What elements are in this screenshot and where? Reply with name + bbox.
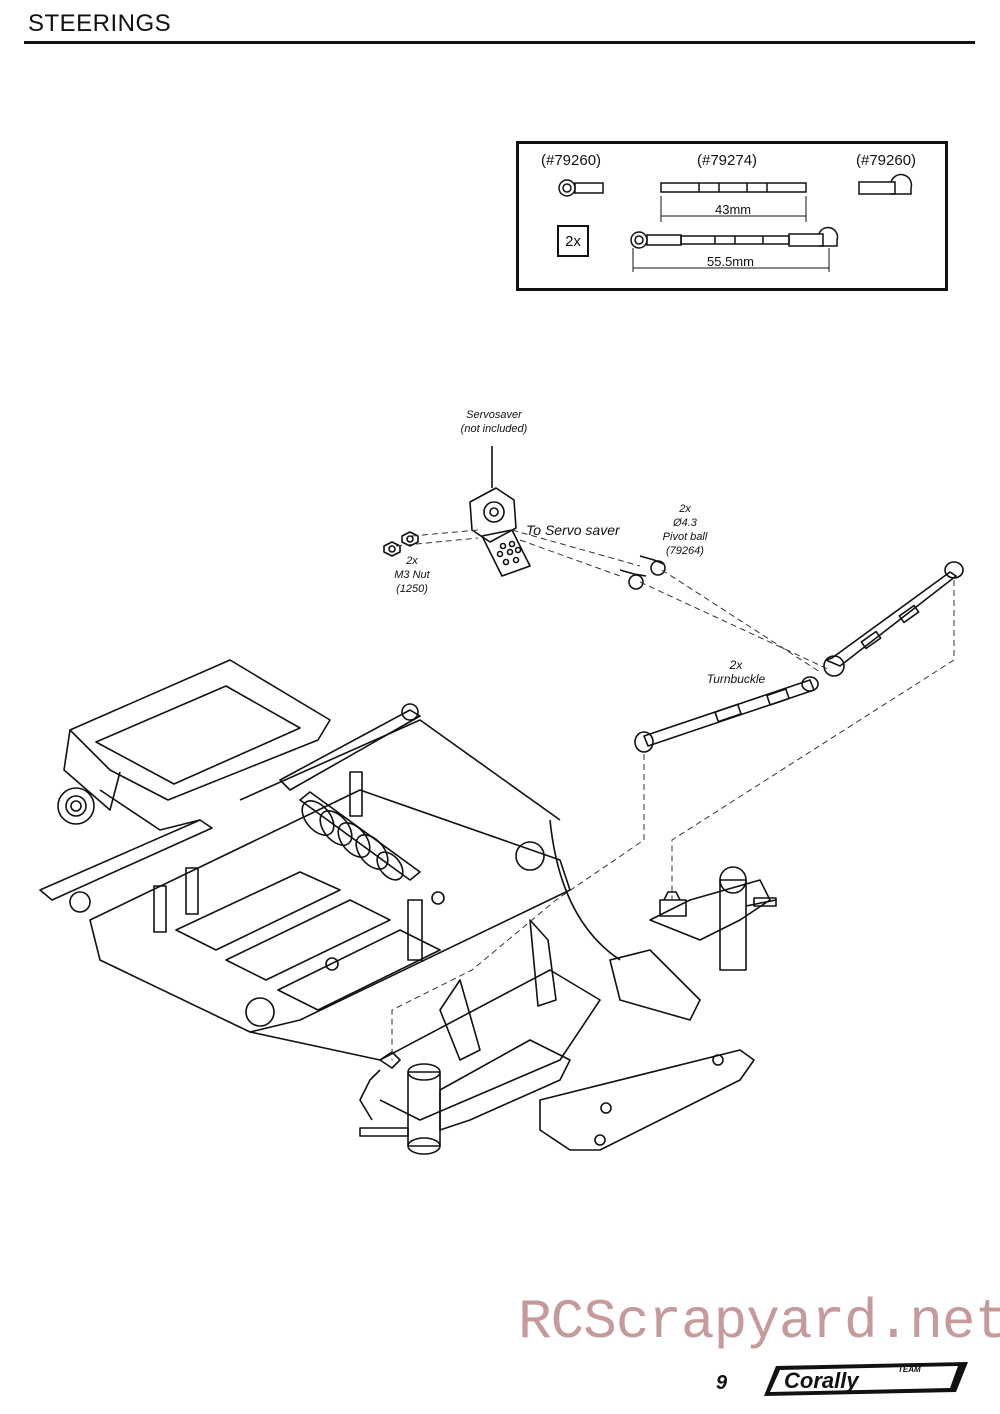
lower-chassis	[249, 819, 621, 1121]
pivot-balls	[619, 555, 666, 590]
nut-qty: 2x	[406, 555, 418, 567]
assembly-length-label: 55.5mm	[707, 254, 754, 269]
dimension-55mm	[632, 248, 830, 272]
shock-spring	[299, 791, 423, 961]
pivot-ball-label: 2x Ø4.3 Pivot ball (79264)	[652, 502, 718, 558]
front-bumper	[539, 1049, 755, 1151]
nut-code: (1250)	[396, 583, 428, 595]
steering-assembly-drawing	[39, 446, 964, 1155]
part-code-middle: (#79274)	[697, 152, 758, 169]
dimension-43mm	[660, 196, 807, 222]
ball-end-left	[558, 179, 604, 197]
to-servo-saver-label: To Servo saver	[526, 522, 620, 538]
chassis-plate	[89, 719, 571, 1033]
ball-end-right	[858, 173, 913, 195]
pivot-code: (79264)	[666, 545, 704, 557]
turnbuckle-name: Turnbuckle	[706, 672, 766, 686]
upper-links	[39, 703, 421, 913]
logo-main-text: Corally	[784, 1368, 860, 1393]
servosaver-title: Servosaver	[466, 409, 522, 421]
m3-nut-label: 2x M3 Nut (1250)	[382, 554, 442, 596]
part-code-left: (#79260)	[541, 152, 602, 169]
m3-nuts	[383, 531, 419, 557]
quantity-box: 2x	[557, 225, 589, 257]
turnbuckle-upper	[823, 561, 964, 677]
upper-bulkhead	[57, 659, 331, 831]
pivot-size: Ø4.3	[673, 517, 697, 529]
team-corally-logo: TEAM Corally	[764, 1362, 968, 1396]
parts-box: (#79260) (#79274) (#79260)	[516, 141, 948, 291]
watermark: RCScrapyard.net	[518, 1290, 1000, 1354]
page-title: STEERINGS	[28, 10, 172, 37]
rod-length-label: 43mm	[715, 202, 752, 217]
title-rule	[24, 41, 975, 44]
chassis-posts	[153, 771, 445, 971]
servosaver-note: (not included)	[460, 423, 528, 435]
threaded-rod	[660, 182, 807, 193]
front-hub-left	[359, 919, 571, 1155]
front-hub-right	[609, 866, 777, 1021]
page-number: 9	[716, 1372, 728, 1394]
turnbuckle-qty: 2x	[729, 658, 743, 672]
pivot-qty: 2x	[679, 503, 691, 515]
turnbuckle-lower	[634, 676, 819, 753]
servosaver-part	[469, 446, 531, 577]
pivot-name: Pivot ball	[662, 531, 708, 543]
turnbuckle-label: 2x Turnbuckle	[696, 658, 776, 686]
servosaver-label: Servosaver (not included)	[446, 408, 542, 436]
assembled-turnbuckle	[630, 226, 839, 249]
part-code-right: (#79260)	[856, 152, 917, 169]
parts-illustration	[558, 173, 913, 272]
logo-small-text: TEAM	[898, 1365, 921, 1374]
nut-name: M3 Nut	[394, 569, 430, 581]
